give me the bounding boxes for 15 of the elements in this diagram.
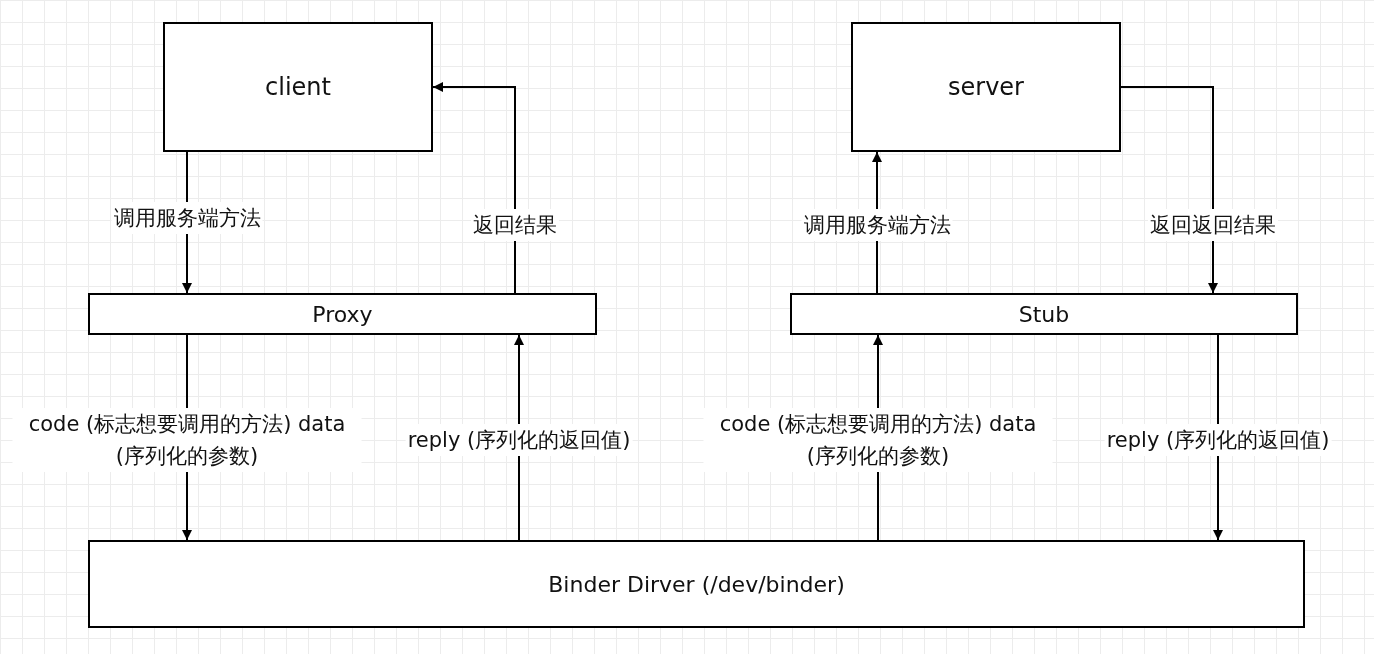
- process-box: Stub: [790, 293, 1298, 335]
- arrow: [1120, 86, 1218, 294]
- process-box: client: [163, 22, 433, 152]
- process-box: Proxy: [88, 293, 597, 335]
- edge-label: reply (序列化的返回值): [405, 424, 633, 456]
- arrow: [432, 82, 516, 294]
- edge-label: 返回返回结果: [1148, 209, 1278, 241]
- edge-label: 调用服务端方法: [801, 209, 953, 241]
- process-box: Binder Dirver (/dev/binder): [88, 540, 1305, 628]
- process-box: server: [851, 22, 1121, 152]
- edge-label: reply (序列化的返回值): [1104, 424, 1332, 456]
- edge-label: code (标志想要调用的方法) data (序列化的参数): [703, 408, 1053, 472]
- edge-label: code (标志想要调用的方法) data (序列化的参数): [12, 408, 362, 472]
- edge-label: 调用服务端方法: [111, 202, 263, 234]
- edge-label: 返回结果: [471, 209, 559, 241]
